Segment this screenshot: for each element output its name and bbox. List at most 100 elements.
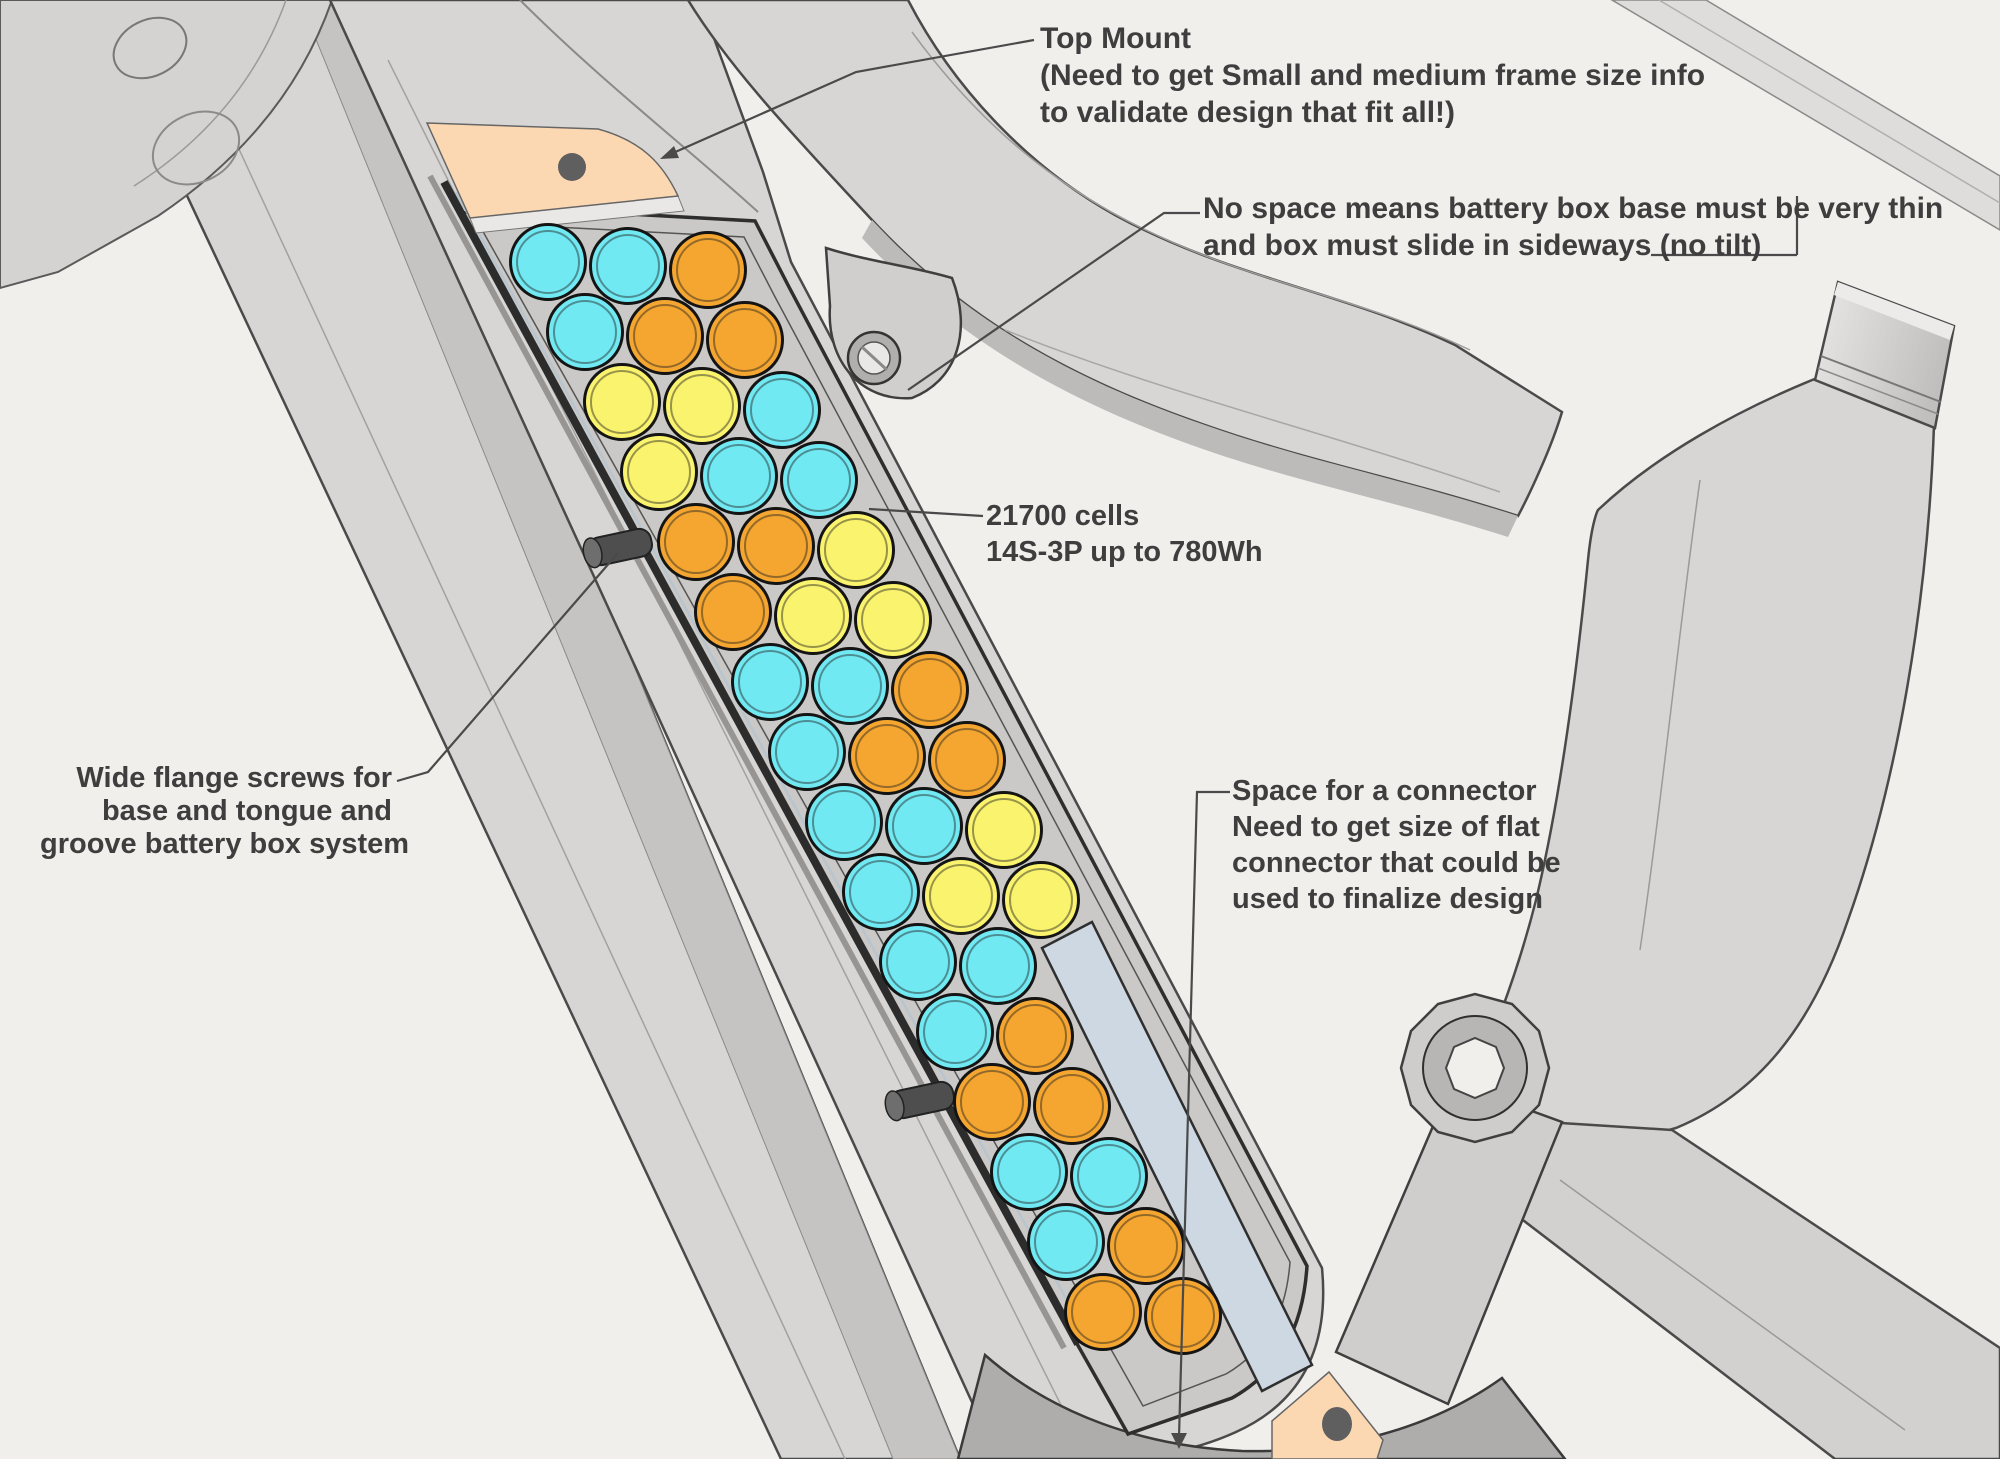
- flange-screw-lower: [884, 1080, 955, 1122]
- battery-cell-orange: [657, 503, 735, 581]
- note-line: Need to get size of flat: [1232, 811, 1540, 843]
- top-mount-screw-hole: [558, 153, 586, 181]
- leader-top-mount: [663, 38, 1035, 159]
- connector-space: [1040, 920, 1314, 1393]
- battery-cell-yellow: [663, 367, 741, 445]
- battery-cell-cyan: [700, 437, 778, 515]
- arrowhead-top-mount: [660, 146, 679, 159]
- note-line: groove battery box system: [40, 828, 410, 860]
- battery-cell-orange: [694, 573, 772, 651]
- note-line: to validate design that fit all!): [1040, 96, 1456, 129]
- battery-cell-yellow: [817, 511, 895, 589]
- seat-tube-crease: [1639, 479, 1701, 951]
- note-no-space: No space means battery box base must be …: [1203, 190, 1943, 264]
- note-line: Top Mount: [1040, 22, 1192, 55]
- battery-cell-orange: [848, 717, 926, 795]
- chainstay-right-crease: [1559, 1179, 1906, 1431]
- note-line: No space means battery box base must be …: [1203, 192, 1944, 225]
- battery-cell-cyan: [1070, 1137, 1148, 1215]
- battery-cell-orange: [1033, 1067, 1111, 1145]
- leader-no-space: [907, 211, 1200, 391]
- bottom-mount-screw-hole: [1322, 1407, 1352, 1441]
- leader-screws: [396, 552, 619, 783]
- shock-tube-band: [93, 0, 962, 1459]
- note-line: 21700 cells: [986, 500, 1140, 532]
- battery-cell-cyan: [743, 371, 821, 449]
- battery-cell-cyan: [731, 643, 809, 721]
- battery-cell-orange: [626, 297, 704, 375]
- shock-band-shade-stripe: [299, 0, 961, 1459]
- no-space-textbox-border: [1651, 196, 1799, 257]
- leader-cells: [868, 507, 984, 518]
- shock-band-crease: [169, 0, 846, 1459]
- note-cells: 21700 cells 14S-3P up to 780Wh: [986, 498, 1263, 570]
- top-tube-crease-upper: [911, 31, 1471, 351]
- frame-hole-outline-lower: [151, 110, 241, 186]
- top-tube-crease-lower: [1004, 329, 1501, 493]
- note-top-mount: Top Mount (Need to get Small and medium …: [1040, 20, 1705, 131]
- battery-cell-cyan: [768, 713, 846, 791]
- note-line: Wide flange screws for: [76, 762, 392, 794]
- note-line: (Need to get Small and medium frame size…: [1040, 59, 1706, 92]
- battery-cell-orange: [1064, 1273, 1142, 1351]
- battery-cell-cyan: [916, 993, 994, 1071]
- battery-rail-outer: [427, 174, 1067, 1350]
- battery-cell-cyan: [1027, 1203, 1105, 1281]
- seat-post-top-face: [1834, 282, 1954, 340]
- battery-cell-orange: [706, 301, 784, 379]
- battery-cell-cyan: [589, 227, 667, 305]
- seat-stay-edge-line: [1658, 0, 2000, 204]
- top-tube-stub: [0, 0, 334, 290]
- note-line: connector that could be: [1232, 847, 1561, 879]
- down-tube-top-edge: [519, 0, 759, 213]
- battery-cell-cyan: [546, 293, 624, 371]
- battery-cell-cyan: [780, 441, 858, 519]
- battery-cell-yellow: [1002, 861, 1080, 939]
- battery-cell-cyan: [879, 923, 957, 1001]
- battery-cell-cyan: [805, 783, 883, 861]
- note-line: and box must slide in sideways (no tilt): [1203, 229, 1762, 262]
- battery-cell-cyan: [842, 853, 920, 931]
- leader-connector: [1177, 790, 1230, 1438]
- screw-flange: [884, 1090, 905, 1122]
- battery-cell-orange: [669, 231, 747, 309]
- battery-cell-cyan: [990, 1133, 1068, 1211]
- battery-cell-orange: [928, 721, 1006, 799]
- battery-cell-yellow: [965, 791, 1043, 869]
- battery-cell-cyan: [509, 223, 587, 301]
- battery-cell-orange: [996, 997, 1074, 1075]
- battery-cell-orange: [953, 1063, 1031, 1141]
- battery-cell-orange: [891, 651, 969, 729]
- note-screws: Wide flange screws for base and tongue a…: [40, 762, 410, 861]
- bottom-bracket-shell: [956, 1352, 1567, 1459]
- top-tube-stub-crease: [133, 0, 287, 187]
- battery-cell-cyan: [885, 787, 963, 865]
- battery-cell-yellow: [922, 857, 1000, 935]
- seat-collar-line-2: [1817, 367, 1939, 415]
- flange-screw-upper: [582, 527, 653, 569]
- note-line: base and tongue and: [101, 795, 392, 827]
- tab-bolt-slot: [860, 345, 889, 372]
- battery-cell-cyan: [959, 927, 1037, 1005]
- top-tube-arm-shadow: [862, 220, 1518, 537]
- seat-stay-tube: [1610, 0, 2000, 231]
- frame-hole-outline-upper: [112, 16, 188, 80]
- arrowhead-connector: [1171, 1433, 1187, 1449]
- note-line: used to finalize design: [1232, 883, 1543, 915]
- screw-flange: [582, 537, 603, 569]
- note-line: Space for a connector: [1232, 775, 1537, 807]
- battery-cell-yellow: [774, 577, 852, 655]
- note-connector: Space for a connector Need to get size o…: [1232, 773, 1561, 917]
- note-line: 14S-3P up to 780Wh: [986, 536, 1263, 568]
- battery-cell-yellow: [620, 433, 698, 511]
- battery-cell-yellow: [854, 581, 932, 659]
- top-mount-plate: [425, 122, 680, 219]
- battery-cell-cyan: [811, 647, 889, 725]
- battery-cell-yellow: [583, 363, 661, 441]
- seat-collar-line-1: [1820, 355, 1942, 403]
- battery-rail: [440, 180, 1082, 1346]
- battery-cell-orange: [737, 507, 815, 585]
